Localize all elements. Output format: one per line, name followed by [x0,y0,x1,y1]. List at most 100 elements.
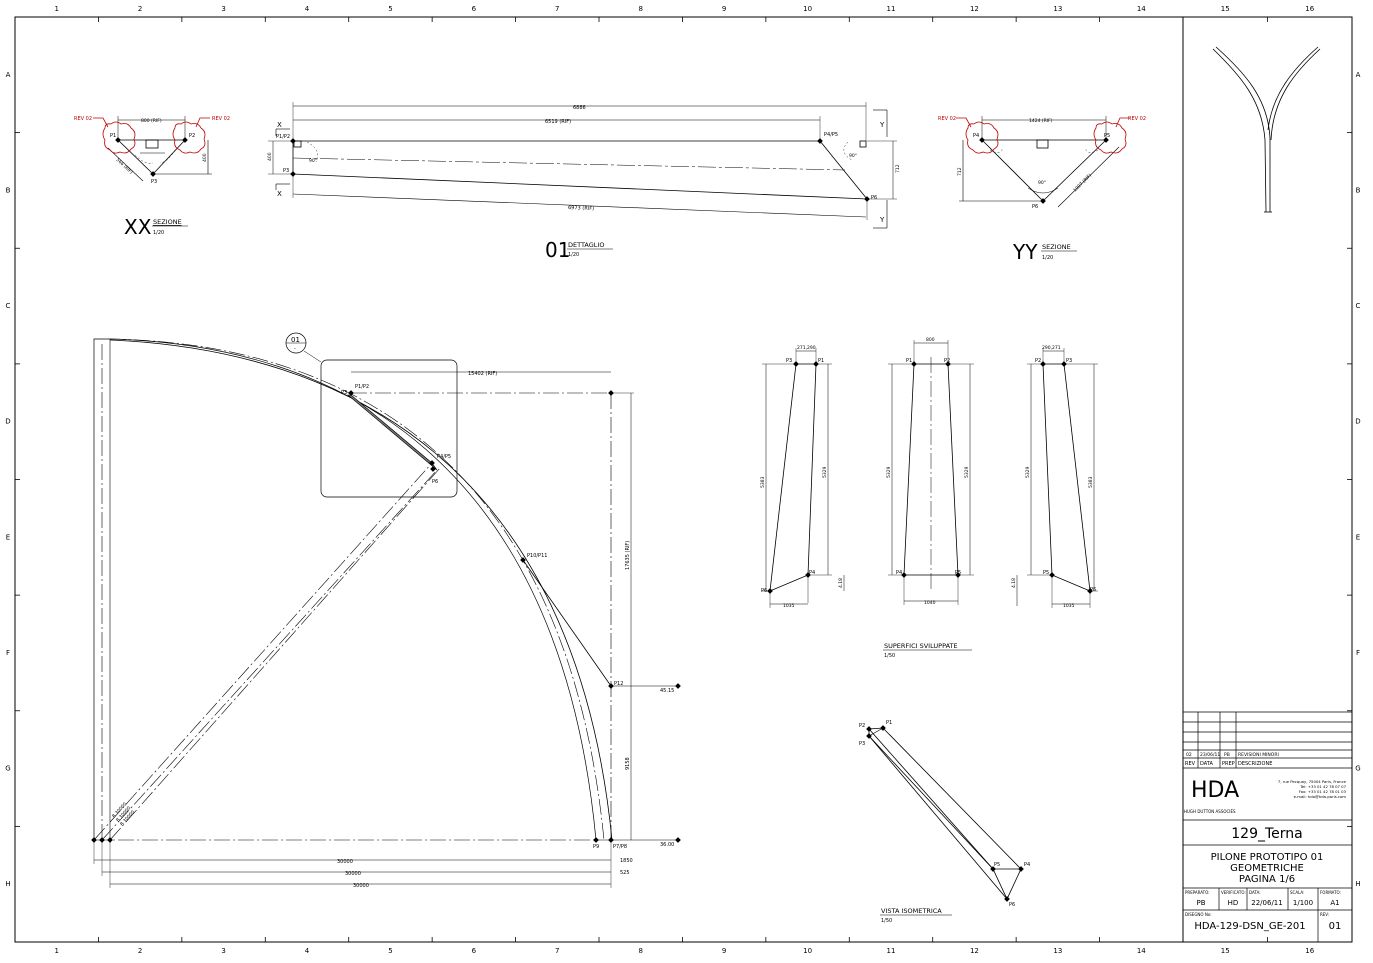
dimension-right-lower: 36.00 [660,842,674,848]
border-row-label: D [1355,418,1360,426]
dimension-mid: 6519 (RIF) [545,119,571,125]
mid-dimension-h1: 5329 [886,466,892,478]
title-block: 02 23/06/11 PB REVISIONI MINORI REV DATA… [1183,711,1352,942]
border-column-label: 7 [555,947,559,955]
dimension-side-2: 525 [620,870,630,876]
border-row-label: D [5,418,10,426]
left-dimension-side: 4.18 [838,578,844,588]
section-xx: REV 02 REV 02 P1 P2 P3 800 (RIF) 400 566… [74,116,230,239]
section-title-word: SEZIONE [1042,243,1071,251]
section-title-letters: YY [1012,240,1038,264]
border-column-label: 8 [638,5,642,13]
border-row-label: G [1355,765,1360,773]
border-row-label: E [6,533,10,541]
angle-right: 90° [849,153,857,159]
border-row-label: B [1356,186,1361,194]
label-prepared: PREPARATO: [1185,890,1210,895]
border-row-label: B [6,186,11,194]
dimension-right: 712 [895,164,901,173]
rev-cloud-label-right: REV 02 [1128,116,1146,122]
right-dimension-side: 4.18 [1011,578,1017,588]
left-dimension-top: 271,290 [797,345,816,351]
main-geometry-view: 01 - P3 P1/P2 P4/P5 P6 P10/P11 P12 P9 P7… [91,332,681,889]
mid-dimension-h2: 5329 [964,466,970,478]
border-column-label: 9 [722,5,726,13]
developed-surfaces: P3 P1 P4 P6 271,290 5383 5329 1035 4.18 … [760,337,1098,659]
angle-left: 90° [309,158,317,164]
point-label-p5: P5 [1104,133,1110,139]
border-column-label: 5 [388,947,392,955]
rev-row-rev: 02 [1186,752,1192,758]
left-dimension-h1: 5383 [760,476,766,488]
header-description: DESCRIZIONE [1238,761,1272,767]
dimension-overall-top: 6886 [573,105,586,111]
left-dimension-bottom: 1035 [783,603,795,609]
border-column-label: 15 [1221,947,1230,955]
dimension-left: 400 [267,152,273,161]
iso-label-p3: P3 [859,741,865,747]
rev-row-prep: PB [1224,752,1230,758]
mid-label-p4: P4 [896,570,902,576]
border-row-label: G [5,765,10,773]
company-address-2: Tel: +33 01 42 78 07 07 [1299,784,1346,789]
section-marker-y-top: Y [879,121,885,129]
border-column-label: 5 [388,5,392,13]
border-row-label: A [6,71,11,79]
border-column-label: 3 [221,5,225,13]
section-marker-x-bottom: X [277,190,282,198]
point-label-p1-p2: P1/P2 [276,134,290,140]
point-label-p4: P4 [973,133,979,139]
right-dimension-h1: 5329 [1025,466,1031,478]
border-column-label: 3 [221,947,225,955]
pylon-elevation-thumbnail [1212,46,1321,213]
detail-title-number: 01 [545,238,570,262]
dimension-bottom: 6973 (RIF) [568,205,594,212]
value-date: 22/06/11 [1251,899,1282,907]
drawing-title-line-2: GEOMETRICHE [1230,863,1304,874]
right-dimension-h2: 5383 [1088,476,1094,488]
border-column-label: 13 [1053,947,1062,955]
company-address-3: Fax: +33 01 42 78 01 03 [1299,789,1347,794]
section-title-word: SEZIONE [153,218,182,226]
border-column-label: 2 [138,5,142,13]
point-label-p3: P3 [341,390,347,396]
iso-label-p6: P6 [1009,902,1015,908]
mid-label-p5: P5 [955,570,961,576]
iso-label-p5: P5 [994,862,1000,868]
section-yy: REV 02 REV 02 P4 P5 P6 1424 (RIF) 712 10… [938,116,1146,264]
point-label-p6: P6 [432,479,438,485]
iso-label-p1: P1 [886,720,892,726]
border-column-label: 6 [472,947,477,955]
border-column-label: 16 [1305,947,1314,955]
border-column-label: 1 [54,5,58,13]
dimension-horizontal-3: 30000 [353,883,369,889]
iso-label-p2: P2 [859,723,865,729]
left-label-p1: P1 [818,358,824,364]
drawing-border [14,16,1353,943]
point-label-p7-p8: P7/P8 [613,844,627,850]
isometric-scale: 1/50 [881,918,892,924]
dimension-vertical: 17635 (RIF) [625,541,631,570]
dimension-right-upper: 45.15 [660,688,674,694]
mid-dimension-bottom: 1040 [924,600,936,606]
surfaces-title: SUPERFICI SVILUPPATE [884,642,958,650]
rev-row-date: 23/06/11 [1200,752,1220,758]
border-column-label: 11 [887,947,896,955]
point-label-p9: P9 [593,844,599,850]
border-row-label: F [1356,649,1360,657]
label-format: FORMATO: [1320,890,1341,895]
border-column-label: 8 [638,947,642,955]
border-row-label: H [5,880,10,888]
section-title-scale: 1/20 [153,230,164,236]
point-label-p4-p5: P4/P5 [437,454,451,460]
left-label-p3: P3 [786,358,792,364]
border-column-label: 15 [1221,5,1230,13]
border-column-label: 10 [803,947,812,955]
border-column-label: 7 [555,5,559,13]
value-revision: 01 [1329,921,1342,932]
label-drawing-number: DISEGNO No: [1185,912,1212,917]
company-name: HUGH DUTTON ASSOCIÉS [1184,809,1236,814]
surfaces-scale: 1/50 [884,653,895,659]
detail-callout-number: 01 [291,336,300,344]
